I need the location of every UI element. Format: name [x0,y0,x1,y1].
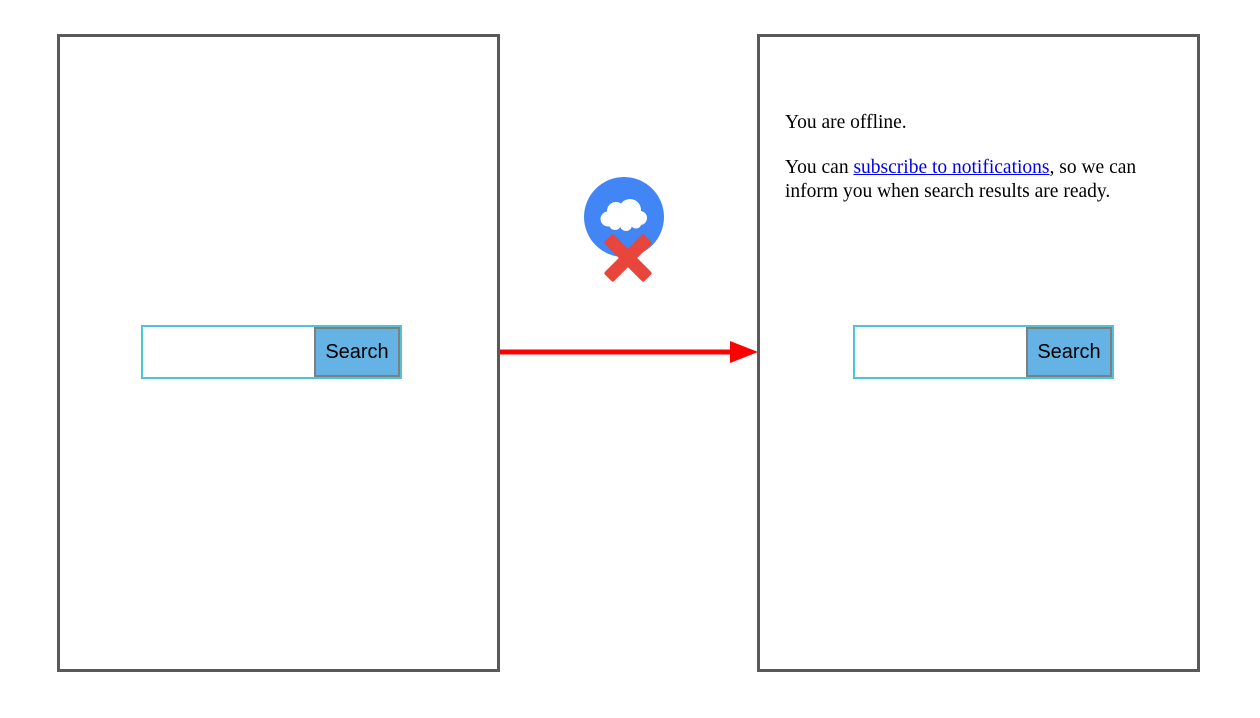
subscribe-text-line2: inform you when search results are ready… [785,181,1111,202]
offline-text-block: You are offline. You can subscribe to no… [785,111,1197,225]
search-input[interactable] [855,327,1026,377]
subscribe-paragraph: You can subscribe to notifications, so w… [785,156,1197,204]
search-button[interactable]: Search [1026,327,1112,377]
offline-message-text: You are offline. [785,112,907,133]
search-bar: Search [141,325,402,379]
offline-message: You are offline. [785,111,1197,135]
cloud-icon [600,199,647,231]
right-panel: You are offline. You can subscribe to no… [757,34,1200,672]
x-mark-icon [604,234,652,282]
search-input[interactable] [143,327,314,377]
flow-arrow-icon [500,341,758,363]
subscribe-link[interactable]: subscribe to notifications [853,157,1050,178]
left-panel: Search [57,34,500,672]
subscribe-text-after: , so we can [1049,157,1137,178]
cloud-offline-icon [584,177,664,282]
search-bar: Search [853,325,1114,379]
search-button[interactable]: Search [314,327,400,377]
subscribe-text-before: You can [785,157,854,178]
